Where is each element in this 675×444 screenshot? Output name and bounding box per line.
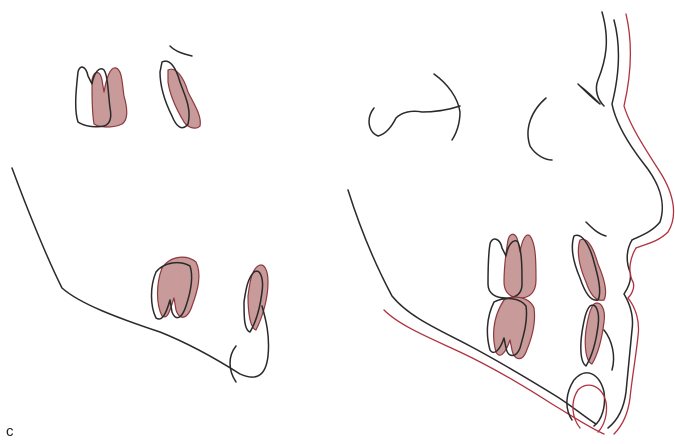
symphysis-right-red <box>573 385 607 432</box>
symphysis-inner-left <box>230 346 236 382</box>
upper-incisor-right-palate <box>586 222 606 236</box>
panel-label: c <box>6 424 14 439</box>
upper-molar-right <box>488 234 536 298</box>
upper-molar-left <box>76 67 127 127</box>
frontal-contour-inner <box>596 12 606 106</box>
lower-incisor-right <box>581 303 605 366</box>
lower-molar-right-red <box>494 297 535 358</box>
upper-incisor-right-red <box>578 239 605 300</box>
soft-tissue-forehead-red <box>624 14 674 248</box>
symphysis-right-black <box>567 373 605 426</box>
lower-molar-left <box>152 257 199 319</box>
mandible-outline-left <box>12 168 269 377</box>
overall-superimposition <box>348 12 674 434</box>
orbit-contour <box>528 98 552 160</box>
lower-incisor-right-red <box>585 303 604 364</box>
soft-tissue-forehead-black <box>612 20 662 240</box>
chin-soft-black <box>604 330 614 370</box>
regional-superimposition <box>12 46 269 382</box>
lower-molar-right <box>487 297 534 358</box>
upper-incisor-left <box>160 46 200 128</box>
upper-incisor-right <box>572 222 606 300</box>
upper-incisor-left-palate <box>170 46 192 56</box>
lower-incisor-left <box>244 265 268 332</box>
upper-lip-black <box>608 240 633 428</box>
upper-molar-right-red <box>504 234 536 298</box>
upper-lip-red <box>614 248 639 434</box>
mandible-outline-right-black <box>348 190 596 424</box>
sella-turcica <box>369 106 460 136</box>
